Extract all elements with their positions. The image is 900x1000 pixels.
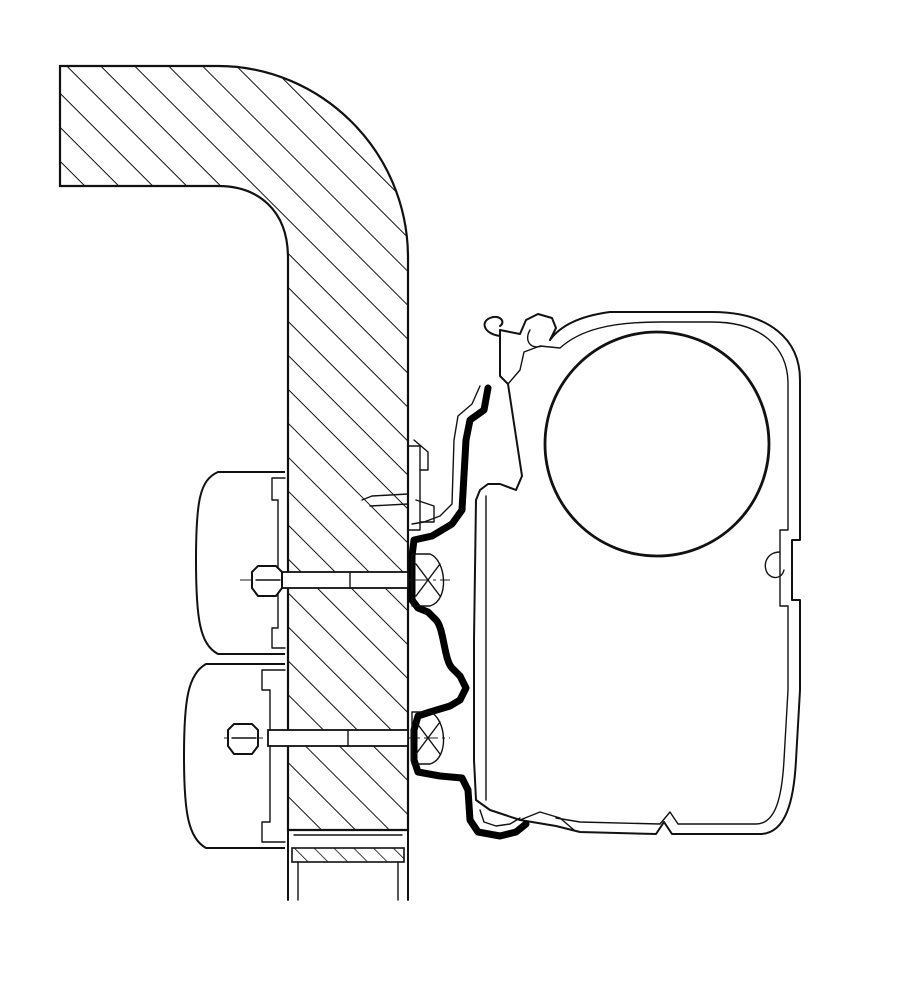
wall-clip	[361, 439, 435, 531]
roller-tube	[543, 330, 771, 558]
mounting-bracket-upper	[195, 471, 286, 655]
wall-section	[58, 64, 410, 901]
mounting-bolt-upper	[240, 553, 450, 607]
mounting-bolt-lower	[224, 711, 450, 765]
awning-cassette	[473, 311, 801, 835]
mounting-bracket-lower	[183, 663, 286, 849]
adapter-gasket	[408, 384, 530, 840]
